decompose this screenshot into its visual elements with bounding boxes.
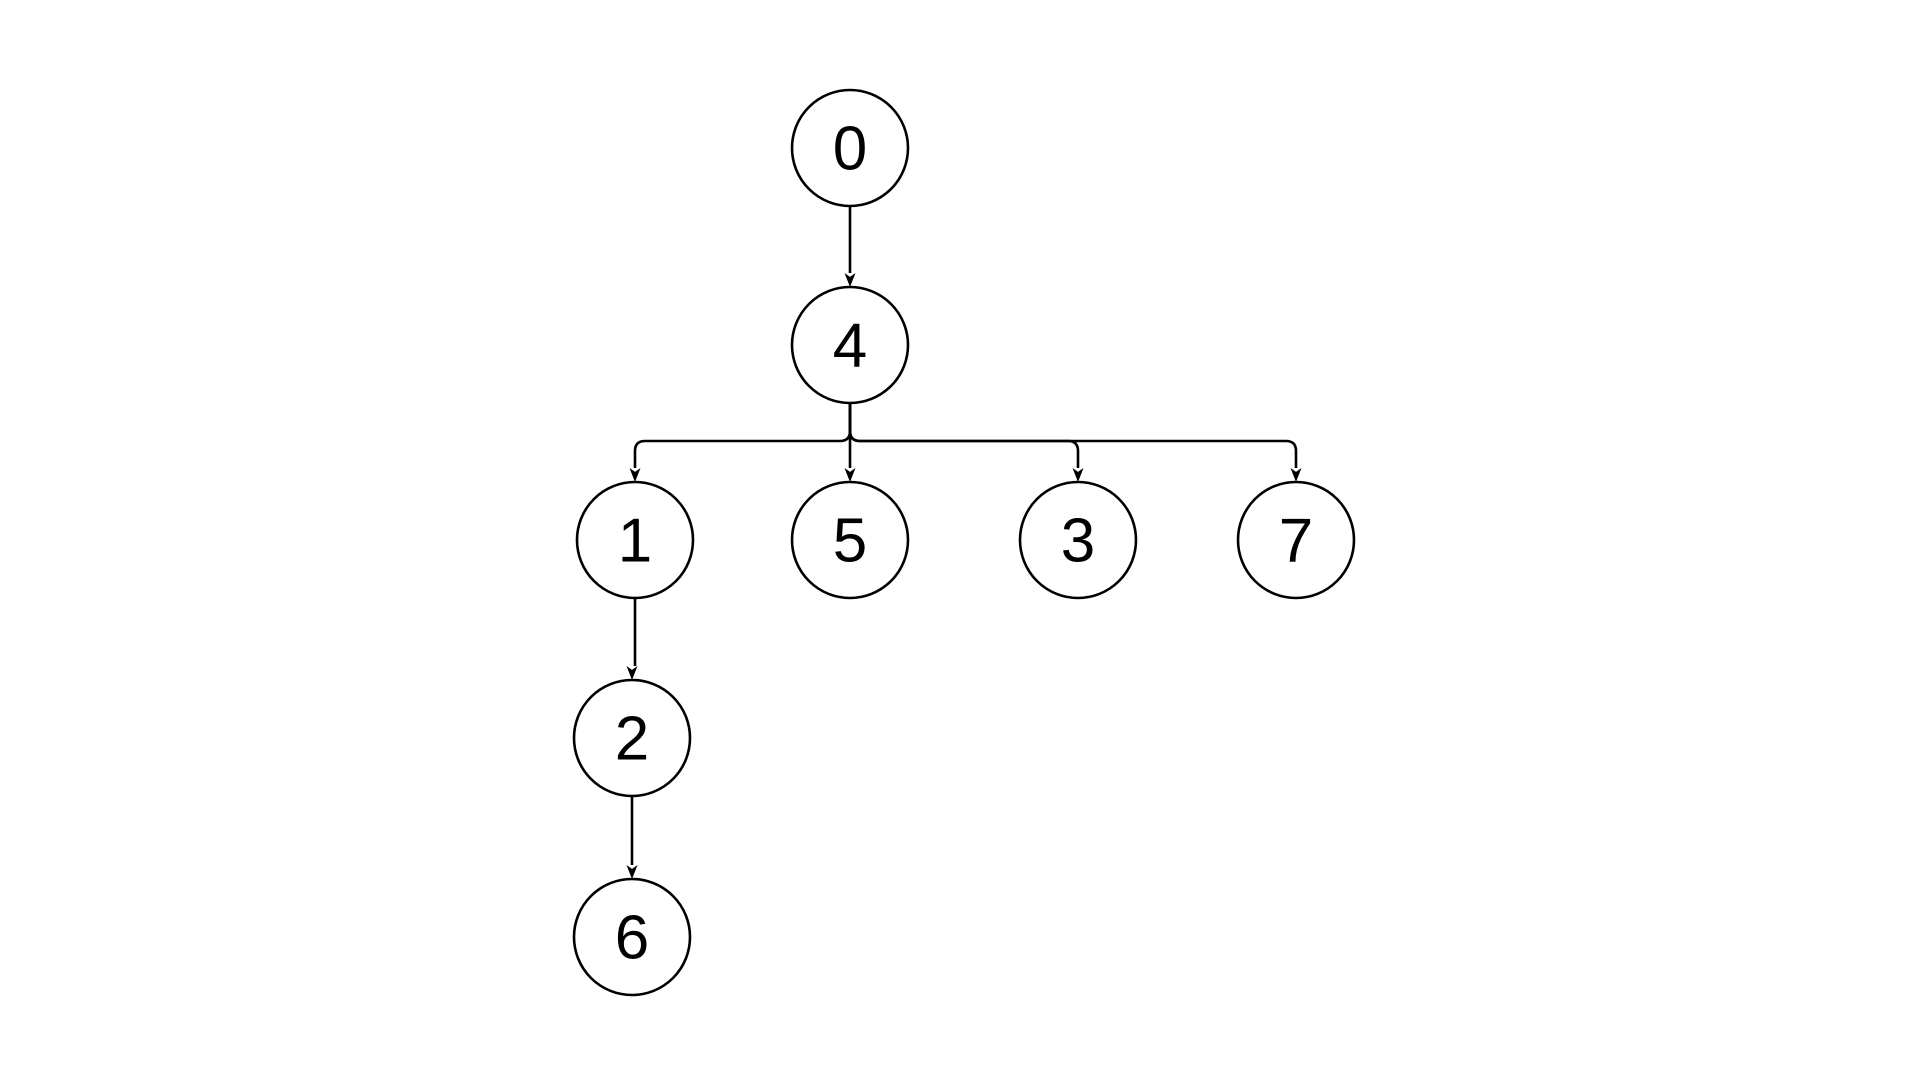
node-1[interactable]: 1 [575,480,695,600]
arrow-head-icon [626,865,638,879]
node-circle [572,877,692,997]
node-label: 6 [615,904,649,973]
node-circle [790,285,910,405]
edge-line [848,403,1298,468]
arrow-head-icon [844,468,856,482]
arrow-head-icon [1072,468,1084,482]
node-circle [575,480,695,600]
node-label: 4 [833,312,867,381]
node-3[interactable]: 3 [1018,480,1138,600]
edge-4-to-7[interactable] [848,403,1302,482]
node-label: 7 [1279,507,1313,576]
node-label: 5 [833,507,867,576]
node-0[interactable]: 0 [790,88,910,208]
node-circle [790,88,910,208]
node-label: 0 [833,115,867,184]
node-2[interactable]: 2 [572,678,692,798]
edge-2-to-6[interactable] [626,796,638,879]
node-circle [572,678,692,798]
node-5[interactable]: 5 [790,480,910,600]
edge-0-to-4[interactable] [844,206,856,287]
node-circle [790,480,910,600]
arrow-head-icon [629,468,641,482]
node-7[interactable]: 7 [1236,480,1356,600]
node-circle [1236,480,1356,600]
node-4[interactable]: 4 [790,285,910,405]
node-circle [1018,480,1138,600]
edge-1-to-2[interactable] [626,598,638,680]
node-6[interactable]: 6 [572,877,692,997]
edges-layer [626,206,1302,879]
node-label: 1 [618,507,652,576]
node-label: 3 [1061,507,1095,576]
arrow-head-icon [626,666,638,680]
arrow-head-icon [844,273,856,287]
arrow-head-icon [1290,468,1302,482]
node-label: 2 [615,705,649,774]
nodes-layer: 0 4 1 5 3 7 2 6 [572,88,1356,997]
